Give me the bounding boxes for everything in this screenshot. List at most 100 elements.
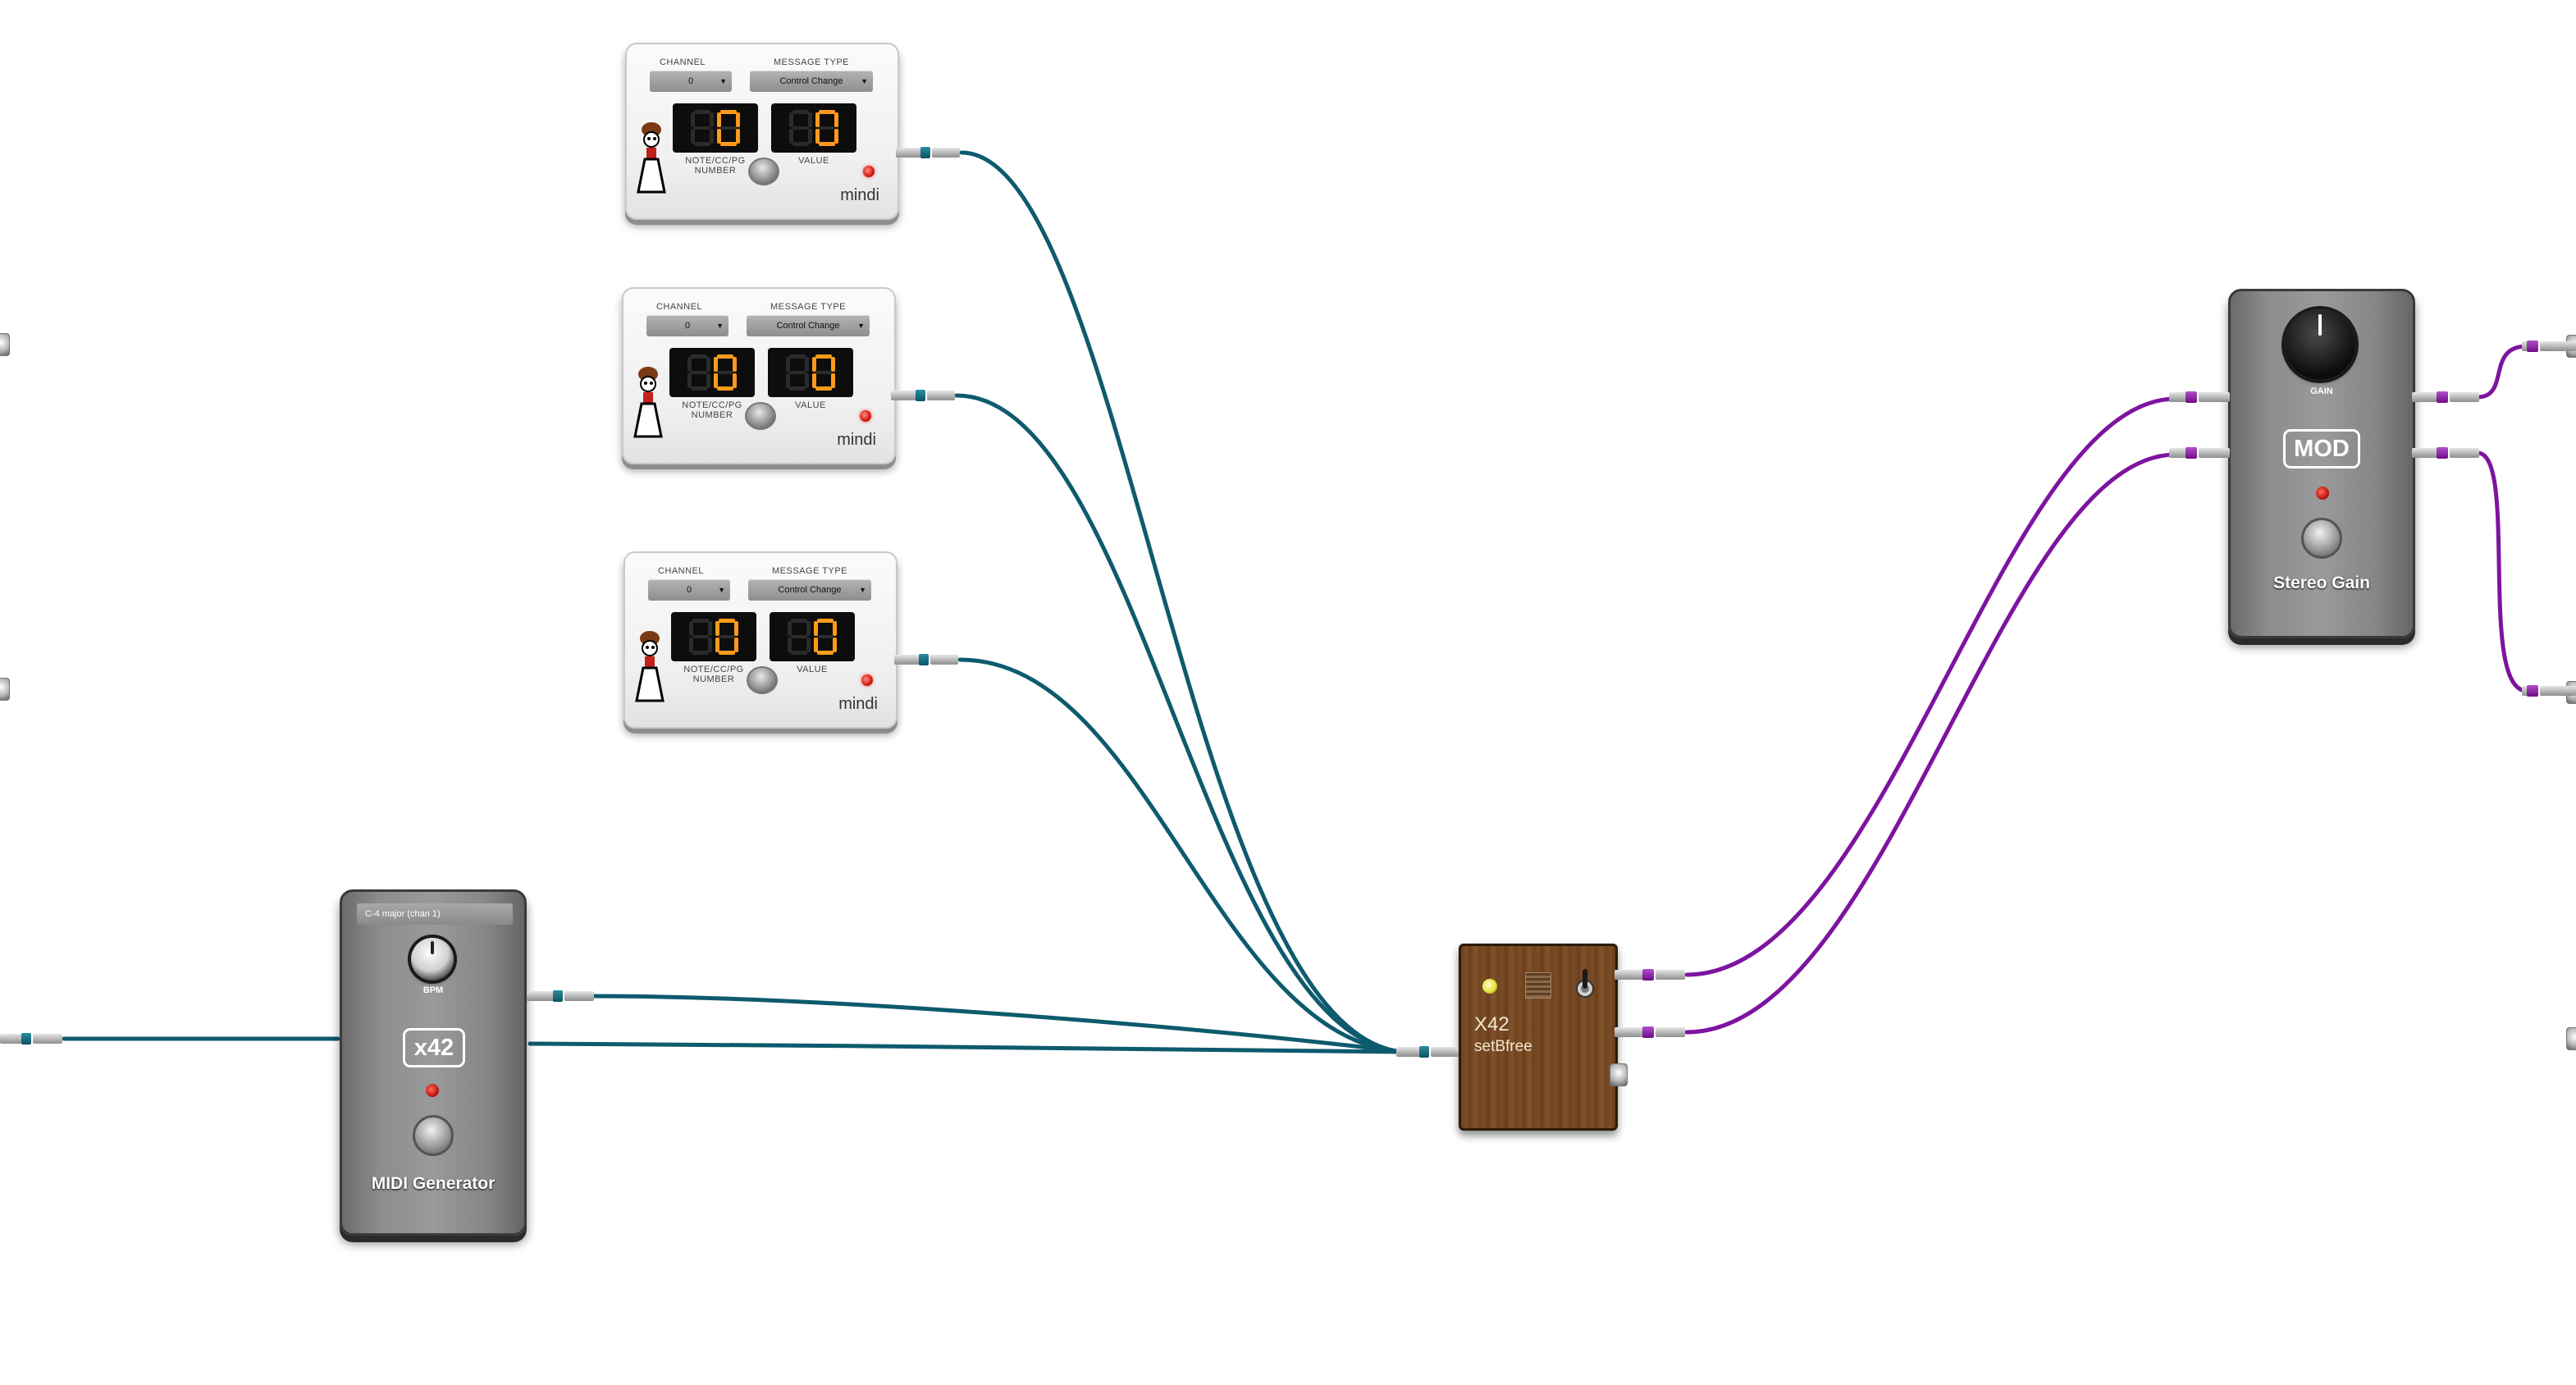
message-type-select[interactable]: Control Change▼ bbox=[750, 71, 873, 92]
edge-jack-right[interactable] bbox=[2566, 1027, 2576, 1050]
stereo-gain-in-r[interactable] bbox=[2169, 446, 2231, 459]
segment bbox=[789, 386, 806, 391]
segment bbox=[805, 373, 809, 388]
message-type-label: MESSAGE TYPE bbox=[770, 302, 846, 312]
stereo-gain-in-l[interactable] bbox=[2169, 391, 2231, 404]
stereo-gain-out-r[interactable] bbox=[2412, 446, 2481, 459]
mindi-pedal-2[interactable]: CHANNEL MESSAGE TYPE 0▼ Control Change▼ … bbox=[622, 287, 896, 464]
footswitch-icon[interactable] bbox=[748, 158, 779, 185]
segment bbox=[719, 635, 735, 638]
footswitch-icon[interactable] bbox=[745, 402, 776, 430]
drawbar-grid-icon[interactable] bbox=[1525, 972, 1551, 999]
mindi-2-midi-out[interactable] bbox=[891, 389, 957, 402]
setbfree-audio-out-r[interactable] bbox=[1615, 1026, 1688, 1039]
segment bbox=[815, 354, 832, 359]
segment bbox=[717, 371, 733, 374]
number-display bbox=[669, 348, 755, 397]
segment bbox=[817, 619, 834, 623]
segment bbox=[791, 619, 807, 623]
bpm-knob-icon[interactable] bbox=[411, 938, 454, 980]
toggle-switch-icon[interactable] bbox=[1576, 967, 1594, 999]
segment bbox=[815, 386, 832, 391]
segment bbox=[812, 357, 816, 372]
segment bbox=[814, 638, 818, 652]
midi-generator-pedal[interactable]: C-4 major (chan 1) BPM x42 MIDI Generato… bbox=[340, 889, 527, 1236]
segment bbox=[833, 638, 837, 652]
mascot-icon bbox=[633, 367, 663, 438]
segment bbox=[786, 373, 790, 388]
segment bbox=[733, 357, 737, 372]
setbfree-audio-out-l[interactable] bbox=[1615, 968, 1688, 981]
edge-jack-1[interactable] bbox=[0, 333, 10, 356]
segment bbox=[817, 635, 834, 638]
mindi-1-midi-out[interactable] bbox=[896, 146, 961, 159]
segment bbox=[736, 112, 740, 127]
brand-label: X42 bbox=[1474, 1013, 1510, 1035]
value-display bbox=[771, 103, 856, 153]
message-type-select[interactable]: Control Change▼ bbox=[747, 315, 870, 336]
mascot-icon bbox=[635, 631, 665, 702]
footswitch-icon[interactable] bbox=[2301, 518, 2342, 559]
edge-jack-midi[interactable] bbox=[0, 1032, 66, 1045]
segment bbox=[719, 619, 735, 623]
segment bbox=[815, 112, 820, 127]
segment bbox=[791, 635, 807, 638]
segment bbox=[815, 129, 820, 144]
segment bbox=[789, 354, 806, 359]
system-playback-2[interactable] bbox=[2522, 684, 2576, 697]
setbfree-extra-jack[interactable] bbox=[1610, 1063, 1628, 1086]
setbfree-midi-in[interactable] bbox=[1396, 1045, 1460, 1058]
system-playback-1[interactable] bbox=[2522, 340, 2576, 353]
channel-select[interactable]: 0▼ bbox=[648, 579, 730, 601]
channel-select[interactable]: 0▼ bbox=[646, 315, 728, 336]
edge-jack-2[interactable] bbox=[0, 678, 10, 701]
segment bbox=[806, 638, 811, 652]
preset-select[interactable]: C-4 major (chan 1) bbox=[357, 903, 513, 925]
audio-cable-setbfree-l bbox=[1684, 396, 2178, 977]
brand-label: mindi bbox=[840, 186, 879, 204]
channel-label: CHANNEL bbox=[655, 302, 703, 312]
brand-label: mindi bbox=[837, 431, 876, 449]
stereo-gain-pedal[interactable]: GAIN MOD Stereo Gain bbox=[2228, 289, 2415, 638]
segment bbox=[715, 638, 719, 652]
segment bbox=[717, 354, 733, 359]
value-display bbox=[768, 348, 853, 397]
message-type-select[interactable]: Control Change▼ bbox=[748, 579, 871, 601]
segment bbox=[708, 638, 712, 652]
chevron-down-icon: ▼ bbox=[859, 586, 866, 594]
segment bbox=[691, 371, 707, 374]
channel-select[interactable]: 0▼ bbox=[650, 71, 732, 92]
segment bbox=[694, 126, 710, 130]
brand-label: mindi bbox=[838, 695, 878, 713]
mascot-icon bbox=[637, 122, 666, 194]
setbfree-organ-pedal[interactable]: X42 setBfree bbox=[1459, 944, 1618, 1131]
segment-digit bbox=[715, 619, 738, 655]
segment bbox=[788, 621, 792, 636]
mindi-3-midi-out[interactable] bbox=[894, 653, 960, 666]
segment bbox=[819, 126, 835, 130]
mindi-pedal-3[interactable]: CHANNEL MESSAGE TYPE 0▼ Control Change▼ … bbox=[623, 551, 897, 729]
stereo-gain-out-l[interactable] bbox=[2412, 391, 2481, 404]
mindi-pedal-1[interactable]: CHANNEL MESSAGE TYPE 0▼ Control Change▼ … bbox=[625, 43, 899, 220]
knob-label: BPM bbox=[422, 985, 444, 995]
segment bbox=[806, 621, 811, 636]
segment bbox=[792, 126, 809, 130]
segment bbox=[717, 386, 733, 391]
midi-generator-out[interactable] bbox=[527, 990, 596, 1003]
status-led bbox=[863, 166, 875, 177]
segment bbox=[791, 651, 807, 655]
midi-generator-in[interactable] bbox=[284, 1032, 340, 1045]
footswitch-icon[interactable] bbox=[413, 1115, 454, 1156]
segment-digit bbox=[815, 110, 838, 146]
segment bbox=[808, 129, 812, 144]
segment bbox=[819, 110, 835, 114]
segment-digit bbox=[789, 110, 812, 146]
chevron-down-icon: ▼ bbox=[719, 77, 727, 85]
footswitch-icon[interactable] bbox=[747, 666, 778, 694]
segment bbox=[733, 373, 737, 388]
number-display bbox=[671, 612, 756, 661]
segment bbox=[691, 112, 695, 127]
gain-knob-icon[interactable] bbox=[2285, 309, 2355, 380]
audio-cable-gain-l-out bbox=[2475, 344, 2529, 400]
